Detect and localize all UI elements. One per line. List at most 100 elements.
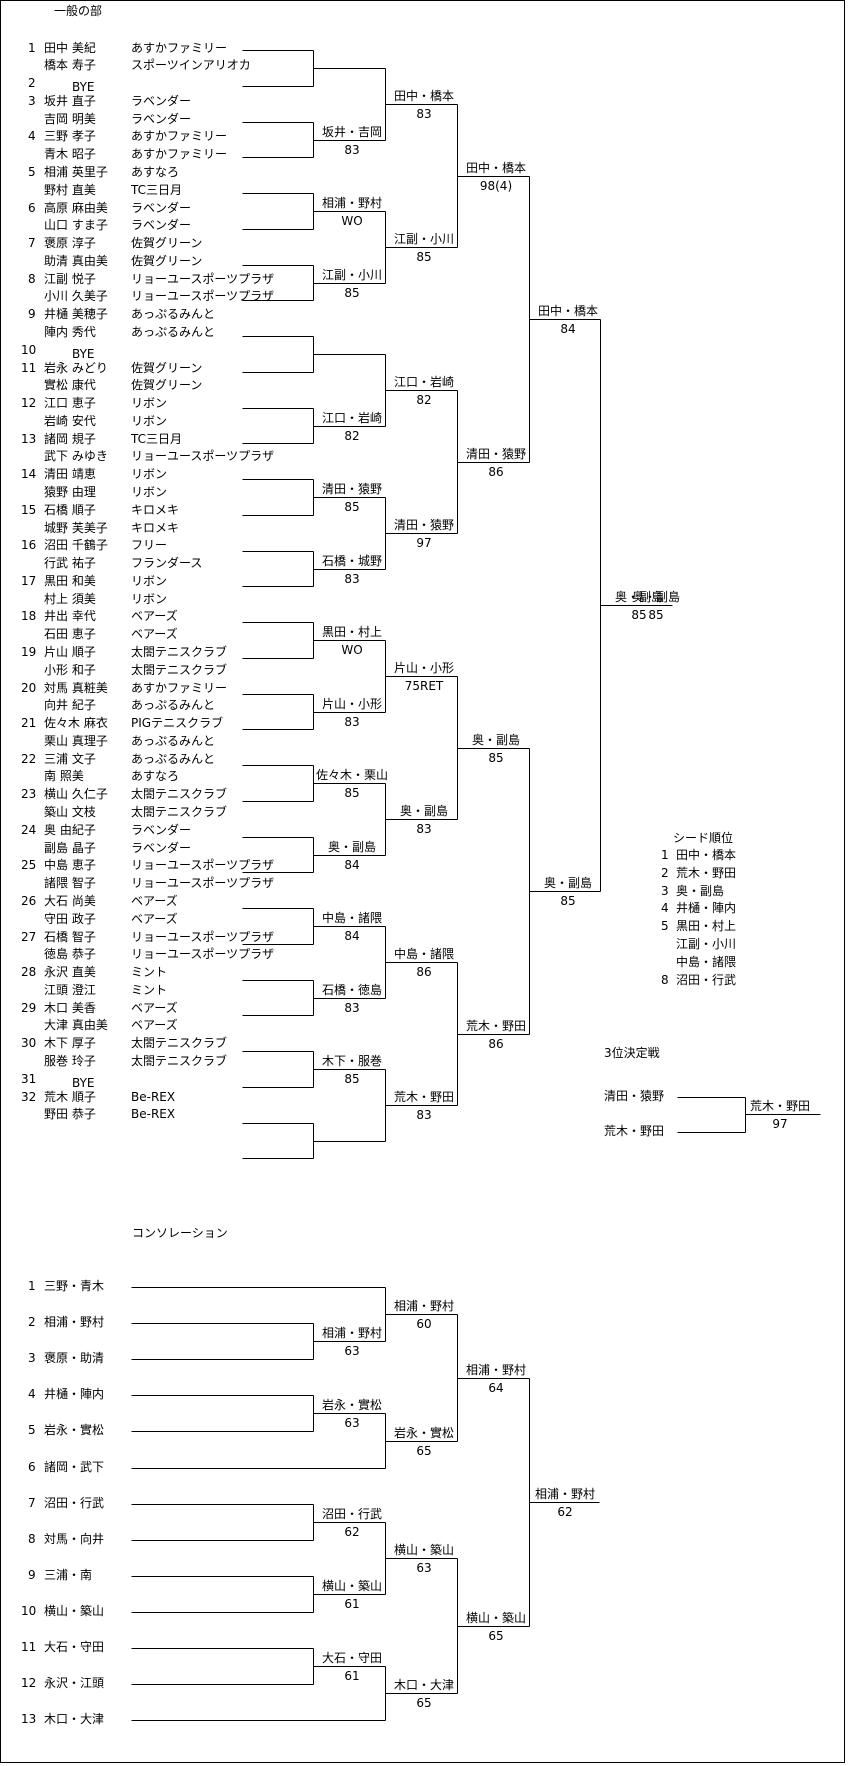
bye-label: BYE: [72, 1076, 95, 1090]
consolation-score: 63: [416, 1561, 432, 1575]
seed-number: 2: [28, 76, 36, 90]
consolation-number: 12: [21, 1676, 37, 1690]
match-winner: 奥・副島: [327, 840, 376, 854]
consolation-score: 65: [416, 1696, 432, 1710]
seed-number: 19: [21, 645, 37, 659]
player-name: 黒田 和美: [44, 574, 96, 588]
club-name: フランダース: [131, 556, 203, 570]
player-name: 荒木 順子: [44, 1090, 96, 1104]
seed-number: 13: [21, 432, 37, 446]
club-name: ベアーズ: [131, 894, 178, 908]
player-name: 守田 政子: [44, 912, 96, 926]
match-winner: 荒木・野田: [393, 1090, 454, 1104]
club-name: フリー: [131, 538, 168, 552]
champion-score: 85: [648, 608, 664, 622]
match-score: 83: [416, 107, 432, 121]
player-name: 横山 久仁子: [44, 787, 108, 801]
match-score: WO: [341, 214, 363, 228]
club-name: リボン: [131, 592, 168, 606]
match-score: 83: [344, 143, 360, 157]
match-winner: 中島・諸隈: [321, 911, 382, 925]
match-winner: 清田・猿野: [465, 447, 526, 461]
club-name: ラベンダー: [131, 201, 192, 215]
consolation-number: 13: [21, 1712, 37, 1726]
player-name: 武下 みゆき: [44, 449, 108, 463]
match-score: 83: [344, 1001, 360, 1015]
player-name: 江口 恵子: [44, 396, 96, 410]
seed-number: 10: [21, 343, 37, 357]
club-name: 太閤テニスクラブ: [131, 1054, 228, 1068]
consolation-score: 62: [344, 1525, 360, 1539]
match-score: 83: [344, 572, 360, 586]
player-name: 諸岡 規子: [44, 432, 96, 446]
consolation-number: 8: [28, 1532, 36, 1546]
match-score: 86: [488, 1037, 504, 1051]
seed-number: 30: [21, 1036, 37, 1050]
club-name: リボン: [131, 467, 168, 481]
player-name: 佐々木 麻衣: [44, 716, 108, 730]
consolation-number: 11: [21, 1640, 37, 1654]
consolation-pair: 諸岡・武下: [44, 1460, 105, 1474]
seed-rank: 2: [661, 866, 669, 880]
match-winner: 江口・岩崎: [321, 411, 382, 425]
player-name: 橋本 寿子: [44, 58, 96, 72]
consolation-pair: 大石・守田: [44, 1640, 105, 1654]
player-name: 石橋 智子: [44, 930, 96, 944]
player-name: 坂井 直子: [44, 94, 96, 108]
consolation-pair: 横山・築山: [44, 1604, 105, 1618]
bye-label: BYE: [72, 347, 95, 361]
club-name: 佐賀グリーン: [131, 236, 203, 250]
player-name: 小川 久美子: [44, 289, 108, 303]
player-name: 奥 由紀子: [44, 823, 96, 837]
match-winner: 相浦・野村: [321, 196, 382, 210]
consolation-score: 63: [344, 1344, 360, 1358]
player-name: 栗山 真理子: [44, 734, 108, 748]
consolation-winner: 沼田・行武: [321, 1507, 382, 1521]
player-name: 服巻 玲子: [44, 1054, 96, 1068]
match-winner: 石橋・城野: [321, 554, 382, 568]
club-name: 太閤テニスクラブ: [131, 663, 228, 677]
club-name: 佐賀グリーン: [131, 254, 203, 268]
club-name: ミント: [131, 965, 168, 979]
match-score: 82: [344, 429, 360, 443]
club-name: あすかファミリー: [131, 147, 228, 161]
player-name: 行武 祐子: [44, 556, 96, 570]
player-name: 片山 順子: [44, 645, 96, 659]
consolation-score: 65: [416, 1444, 432, 1458]
match-score: 85: [344, 500, 360, 514]
club-name: あっぷるみんと: [131, 325, 216, 339]
consolation-pair: 三浦・南: [44, 1568, 93, 1582]
seed-number: 9: [28, 307, 36, 321]
match-winner: 江口・岩崎: [393, 375, 454, 389]
club-name: あっぷるみんと: [131, 698, 216, 712]
player-name: 石橋 順子: [44, 503, 96, 517]
consolation-winner: 相浦・野村: [321, 1326, 382, 1340]
player-name: 實松 康代: [44, 378, 96, 392]
player-name: 村上 須美: [44, 592, 96, 606]
seed-number: 32: [21, 1090, 37, 1104]
seed-number: 6: [28, 201, 36, 215]
match-winner: 田中・橋本: [393, 89, 454, 103]
player-name: 江副 悦子: [44, 272, 96, 286]
match-score: 85: [488, 751, 504, 765]
consolation-pair: 永沢・江頭: [44, 1676, 105, 1690]
club-name: ベアーズ: [131, 1001, 178, 1015]
club-name: ラベンダー: [131, 841, 192, 855]
club-name: ベアーズ: [131, 1018, 178, 1032]
match-score: 85: [344, 286, 360, 300]
player-name: 野田 恭子: [44, 1107, 96, 1121]
consolation-score: 61: [344, 1597, 360, 1611]
seed-number: 1: [28, 41, 36, 55]
player-name: 対馬 真粧美: [44, 681, 108, 695]
consolation-winner: 横山・築山: [393, 1543, 454, 1557]
seed-number: 14: [21, 467, 37, 481]
consolation-number: 3: [28, 1351, 36, 1365]
match-score: 82: [416, 393, 432, 407]
player-name: 大石 尚美: [44, 894, 96, 908]
seed-number: 21: [21, 716, 37, 730]
match-score: 85: [560, 894, 576, 908]
consolation-champion-score: 62: [557, 1505, 573, 1519]
club-name: リョーユースポーツプラザ: [131, 289, 275, 303]
club-name: リボン: [131, 414, 168, 428]
